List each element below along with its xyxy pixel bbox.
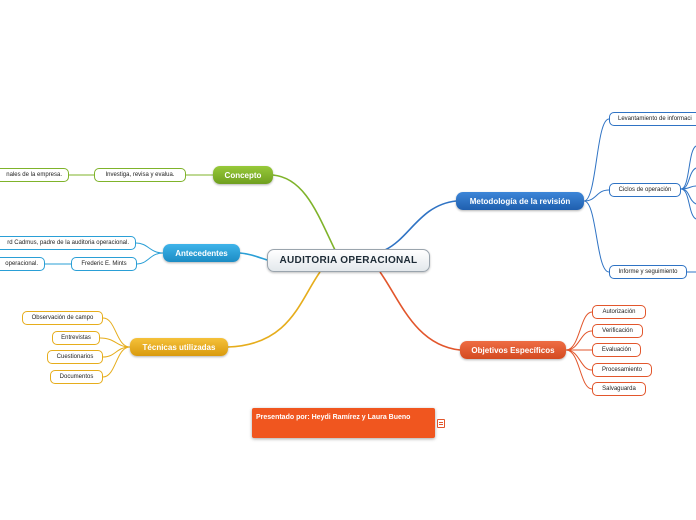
topic-metodologia[interactable]: Metodología de la revisión xyxy=(456,192,584,210)
metodologia-item-informe[interactable]: Informe y seguimiento xyxy=(609,265,687,279)
link-objetivos-item5 xyxy=(565,349,593,390)
topic-objetivos[interactable]: Objetivos Específicos xyxy=(460,341,566,359)
tecnicas-item-cuestionarios[interactable]: Cuestionarios xyxy=(47,350,103,364)
central-topic[interactable]: AUDITORIA OPERACIONAL xyxy=(267,249,430,272)
objetivos-item-evaluacion[interactable]: Evaluación xyxy=(592,343,641,357)
antecedentes-item-operacional[interactable]: operacional. xyxy=(0,257,45,271)
link-central-antecedentes xyxy=(239,252,268,261)
link-metodologia-item2 xyxy=(583,189,610,202)
link-ciclos-out1 xyxy=(680,145,696,190)
link-metodologia-item3 xyxy=(583,200,610,273)
metodologia-item-levantamiento[interactable]: Levantamiento de informaci xyxy=(609,112,696,126)
link-metodologia-item1 xyxy=(583,118,610,202)
concepto-item-investiga[interactable]: Investiga, revisa y evalua. xyxy=(94,168,186,182)
objetivos-item-verificacion[interactable]: Verificación xyxy=(592,324,643,338)
link-central-metodologia xyxy=(384,200,457,251)
tecnicas-item-documentos[interactable]: Documentos xyxy=(50,370,103,384)
concepto-item-empresa[interactable]: nales de la empresa. xyxy=(0,168,69,182)
link-antecedentes-item2 xyxy=(136,252,164,265)
link-central-objetivos xyxy=(379,271,461,351)
objetivos-item-procesamiento[interactable]: Procesamiento xyxy=(592,363,652,377)
link-objetivos-item2 xyxy=(565,330,593,351)
presenters-note[interactable]: Presentado por: Heydi Ramírez y Laura Bu… xyxy=(252,408,435,438)
link-tecnicas-item1 xyxy=(102,317,131,348)
antecedentes-item-mints[interactable]: Frederic E. Mints xyxy=(71,257,137,271)
topic-tecnicas[interactable]: Técnicas utilizadas xyxy=(130,338,228,356)
link-tecnicas-item4 xyxy=(102,346,131,378)
link-antecedentes-item1 xyxy=(135,242,164,254)
objetivos-item-salvaguarda[interactable]: Salvaguarda xyxy=(592,382,646,396)
link-central-tecnicas xyxy=(227,271,321,348)
note-icon[interactable] xyxy=(437,419,445,428)
metodologia-item-ciclos[interactable]: Ciclos de operación xyxy=(609,183,681,197)
objetivos-item-autorizacion[interactable]: Autorización xyxy=(592,305,646,319)
topic-antecedentes[interactable]: Antecedentes xyxy=(163,244,240,262)
antecedentes-item-cadmus[interactable]: rd Cadmus, padre de la auditoria operaci… xyxy=(0,236,136,250)
link-ciclos-out5 xyxy=(680,188,696,220)
topic-concepto[interactable]: Concepto xyxy=(213,166,273,184)
tecnicas-item-observacion[interactable]: Observación de campo xyxy=(22,311,103,325)
link-central-concepto xyxy=(272,174,336,251)
link-objetivos-item1 xyxy=(565,311,593,351)
tecnicas-item-entrevistas[interactable]: Entrevistas xyxy=(52,331,100,345)
